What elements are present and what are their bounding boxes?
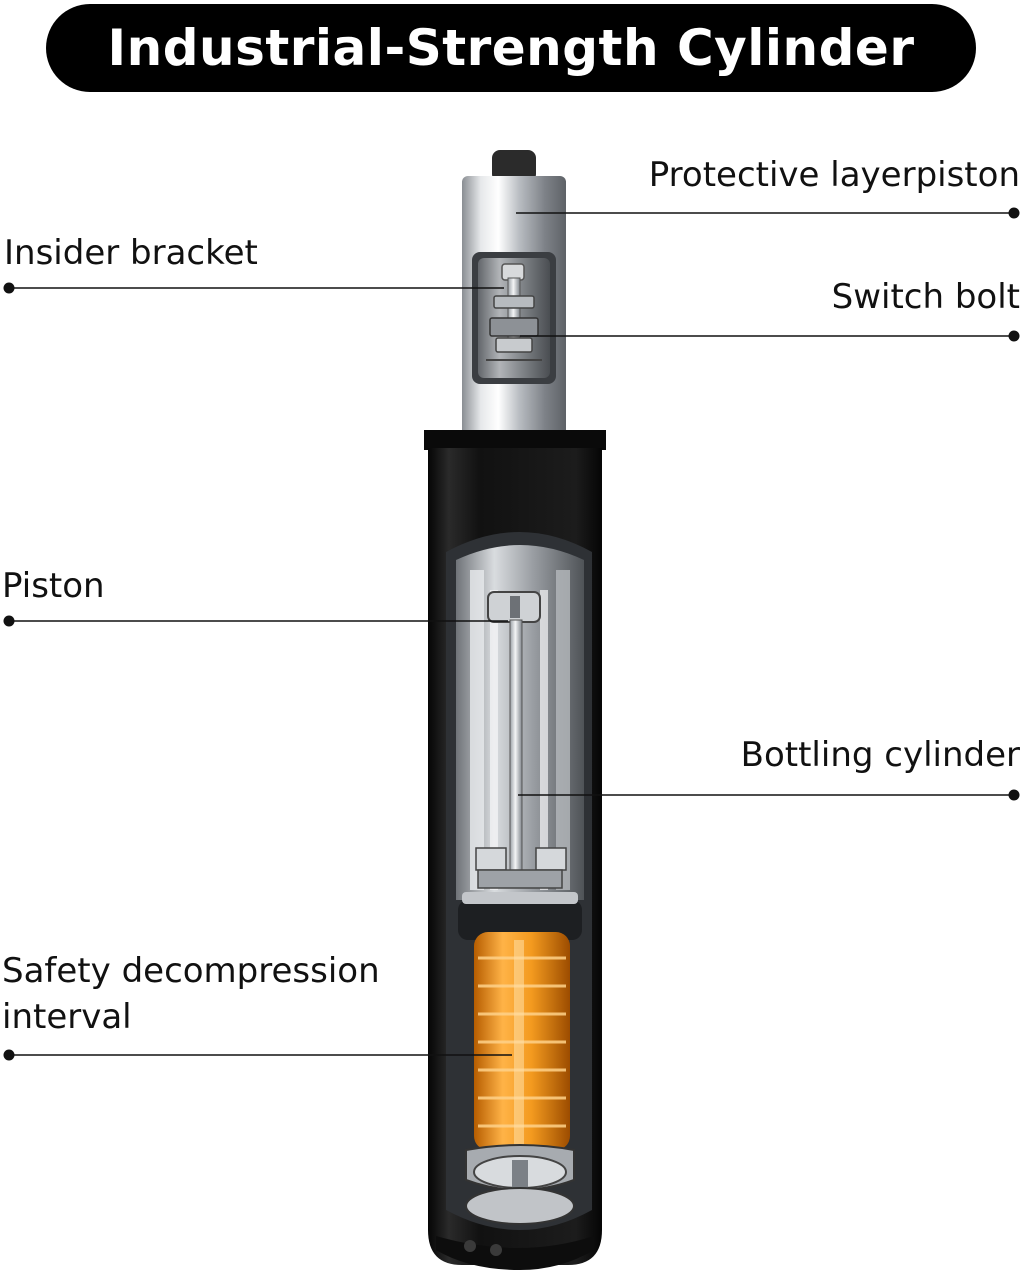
- page-title: Industrial-Strength Cylinder: [107, 19, 915, 77]
- inner-bottling-cylinder: [456, 545, 584, 940]
- label-insider-bracket: Insider bracket: [4, 233, 258, 273]
- leader-safety-decompression: [3, 1049, 512, 1061]
- leader-insider-bracket: [3, 282, 504, 294]
- bottom-base: [436, 1144, 594, 1270]
- top-cap: [492, 150, 536, 182]
- label-safety-line-2: interval: [2, 997, 132, 1037]
- leader-piston: [3, 615, 508, 627]
- leader-switch-bolt: [520, 330, 1020, 342]
- label-safety-line-1: Safety decompression: [2, 951, 380, 991]
- chrome-piston-tube: [462, 176, 566, 440]
- title-banner: Industrial-Strength Cylinder: [46, 4, 976, 92]
- label-safety-decompression: Safety decompression interval: [2, 948, 432, 1040]
- leader-protective-layer: [516, 207, 1020, 219]
- label-protective-layer: Protective layerpiston: [648, 155, 1020, 195]
- label-bottling-cylinder: Bottling cylinder: [740, 735, 1020, 775]
- safety-decompression-spring: [474, 932, 570, 1150]
- leader-bottling-cylinder: [518, 789, 1020, 801]
- label-switch-bolt: Switch bolt: [831, 277, 1020, 317]
- label-piston: Piston: [2, 566, 105, 606]
